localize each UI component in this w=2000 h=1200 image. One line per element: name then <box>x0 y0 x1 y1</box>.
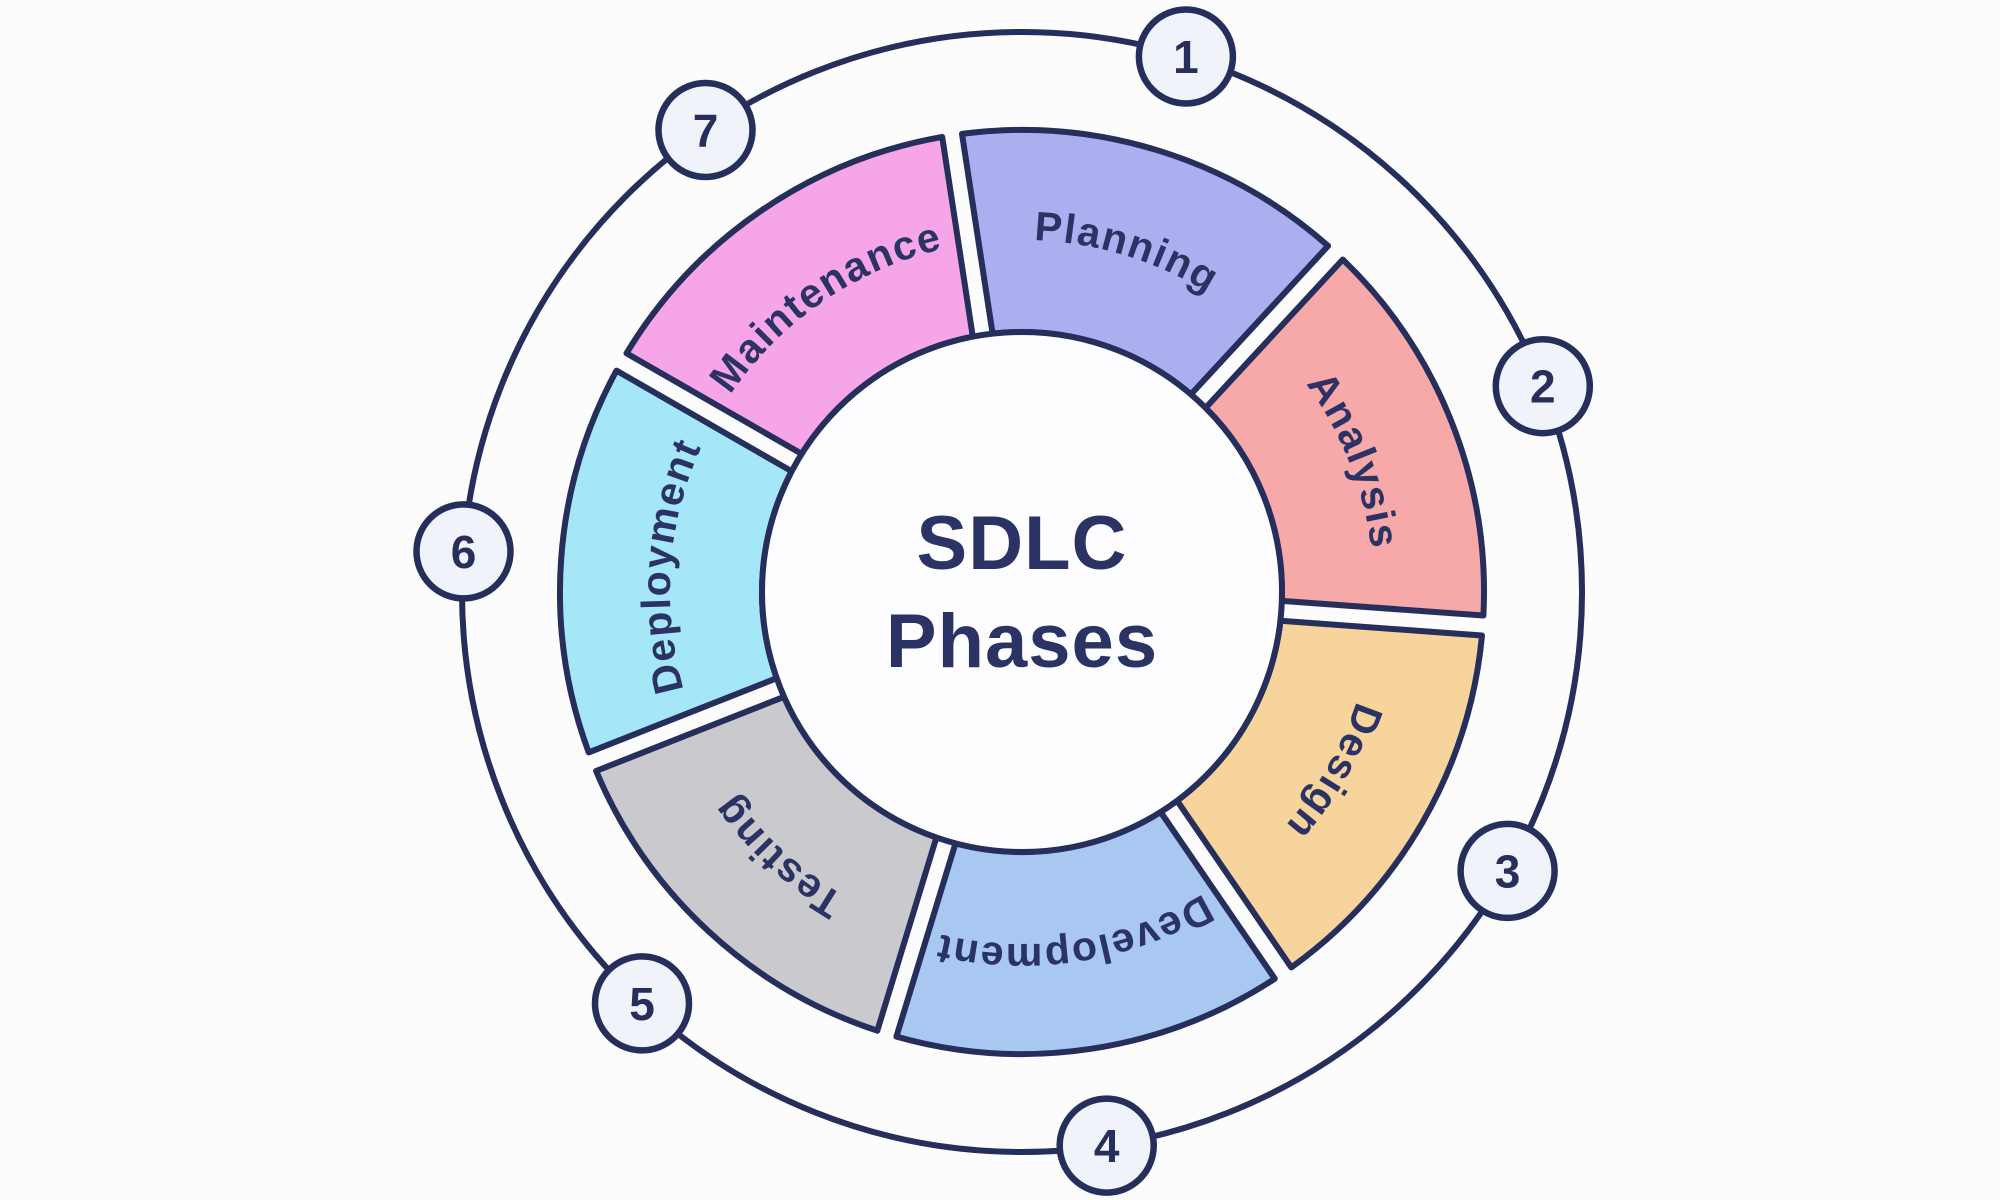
badge-1: 1 <box>1135 6 1237 107</box>
badges-group: 1 2 3 4 5 6 7 <box>413 6 1594 1196</box>
badge-number-1: 1 <box>1173 31 1199 83</box>
badge-4: 4 <box>1056 1095 1157 1196</box>
center-title-line1: SDLC <box>917 501 1128 586</box>
badge-circle-3 <box>1457 820 1558 922</box>
badge-number-3: 3 <box>1495 845 1521 897</box>
badge-3: 3 <box>1457 820 1558 922</box>
badge-circle-2 <box>1492 335 1594 437</box>
badge-2: 2 <box>1492 335 1594 437</box>
badge-number-6: 6 <box>451 526 477 578</box>
badge-circle-5 <box>591 953 693 1054</box>
badge-circle-6 <box>413 501 514 602</box>
badge-circle-7 <box>655 79 756 181</box>
badge-5: 5 <box>591 953 693 1054</box>
badge-number-7: 7 <box>693 105 719 157</box>
badge-circle-1 <box>1135 6 1237 107</box>
badge-circle-4 <box>1056 1095 1157 1196</box>
center-title-line2: Phases <box>886 599 1158 684</box>
badge-7: 7 <box>655 79 756 181</box>
center-circle <box>759 329 1285 855</box>
badge-number-5: 5 <box>629 978 655 1030</box>
badge-number-4: 4 <box>1094 1120 1120 1172</box>
badge-6: 6 <box>413 501 514 602</box>
badge-number-2: 2 <box>1530 361 1556 413</box>
